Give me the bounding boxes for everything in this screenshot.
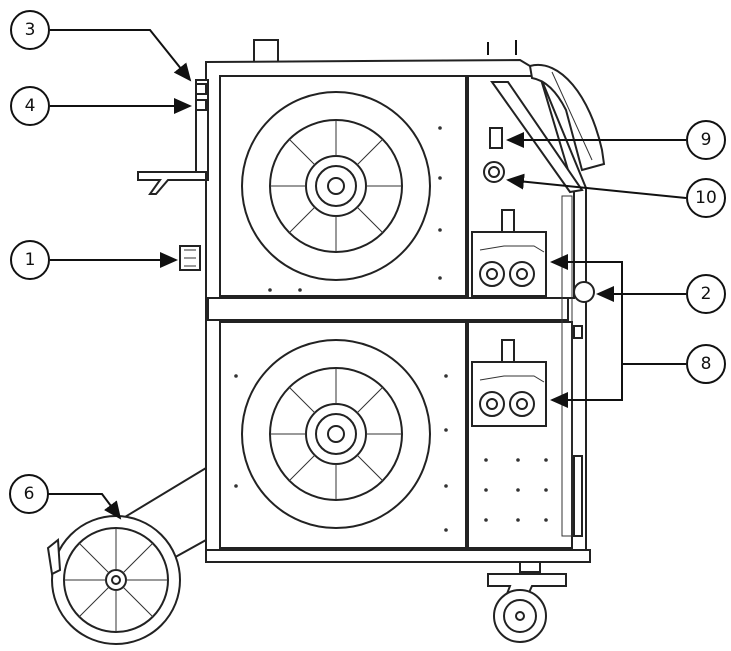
upper-wire-spool [241,91,431,281]
rear-shelf [137,171,207,195]
callout-6: 6 [9,474,49,514]
callout-1: 1 [10,240,50,280]
callout-label: 4 [25,96,36,116]
compartment-divider [207,297,569,321]
front-caster [487,561,567,643]
callout-9: 9 [686,120,726,160]
callout-label: 6 [24,484,35,504]
lower-wire-feeder [471,339,547,427]
callout-label: 9 [701,130,712,150]
callout-8: 8 [686,344,726,384]
lower-control-panel [467,321,573,549]
callout-10: 10 [686,178,726,218]
callout-label: 2 [701,284,712,304]
lower-wire-spool [241,339,431,529]
callout-3: 3 [10,10,50,50]
connector-3 [195,83,207,95]
panel-screws [234,126,548,532]
callout-label: 10 [695,188,717,208]
upper-wire-feeder [471,209,547,297]
callout-label: 1 [25,250,36,270]
top-stub [253,39,279,63]
switch [489,127,503,149]
callout-label: 3 [25,20,36,40]
front-handle [528,63,606,172]
rear-wheel [46,466,207,645]
callout-leaders [48,29,687,520]
euro-connector [573,281,595,303]
callout-label: 8 [701,354,712,374]
callout-2: 2 [686,274,726,314]
callout-4: 4 [10,86,50,126]
connector-4 [195,99,207,111]
